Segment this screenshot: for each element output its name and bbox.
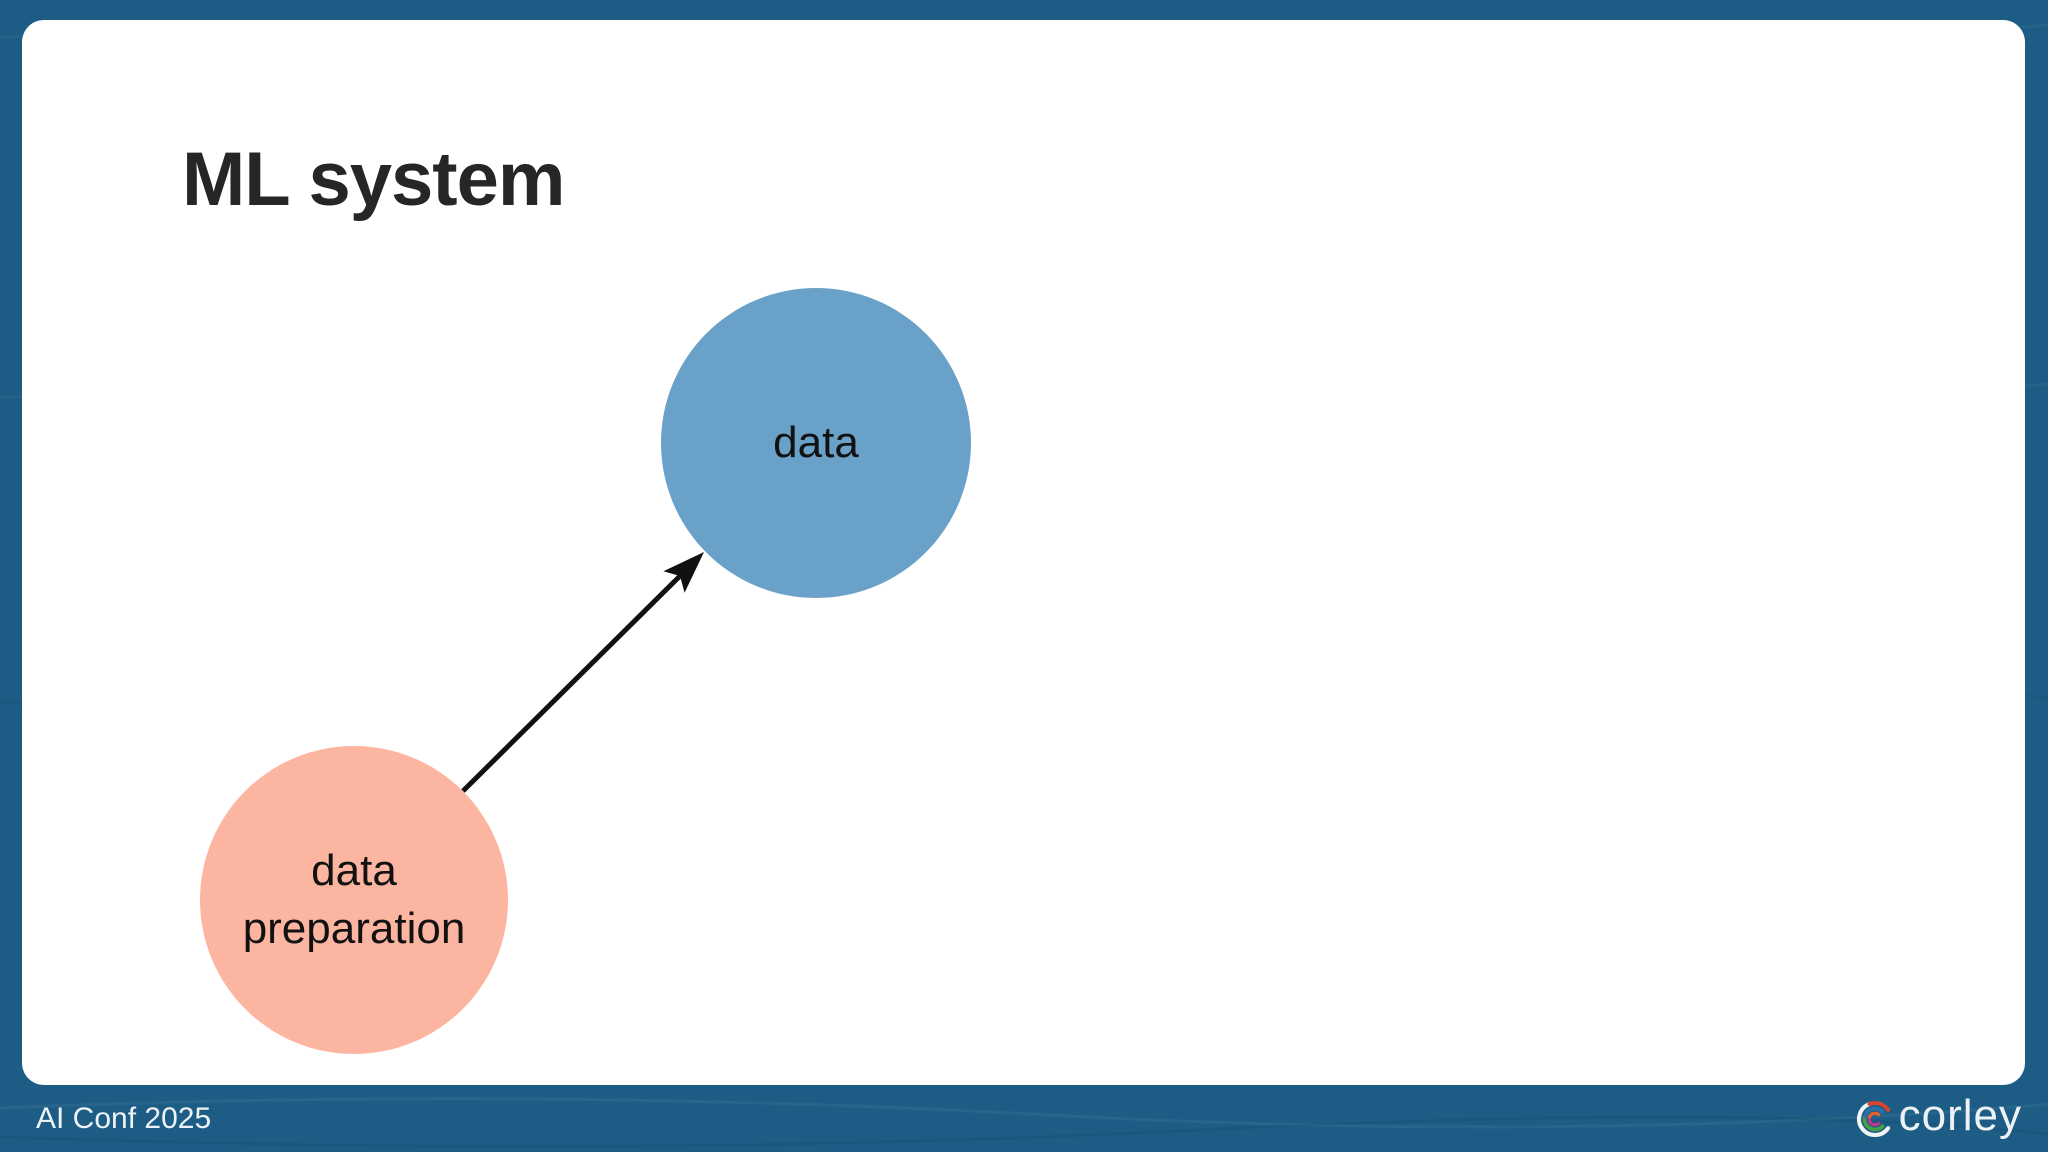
- brand-logo: corley: [1855, 1090, 2022, 1144]
- footer-band: AI Conf 2025 corley: [0, 1085, 2048, 1152]
- diagram-node-data-preparation: data preparation: [200, 746, 508, 1054]
- brand-name: corley: [1898, 1090, 2022, 1140]
- slide-title: ML system: [182, 137, 565, 222]
- footer-event-label: AI Conf 2025: [36, 1101, 212, 1135]
- diagram-node-data: data: [661, 288, 971, 598]
- corley-logo-icon: [1856, 1100, 1890, 1137]
- node-label: data: [773, 417, 859, 467]
- node-label: data preparation: [242, 845, 466, 953]
